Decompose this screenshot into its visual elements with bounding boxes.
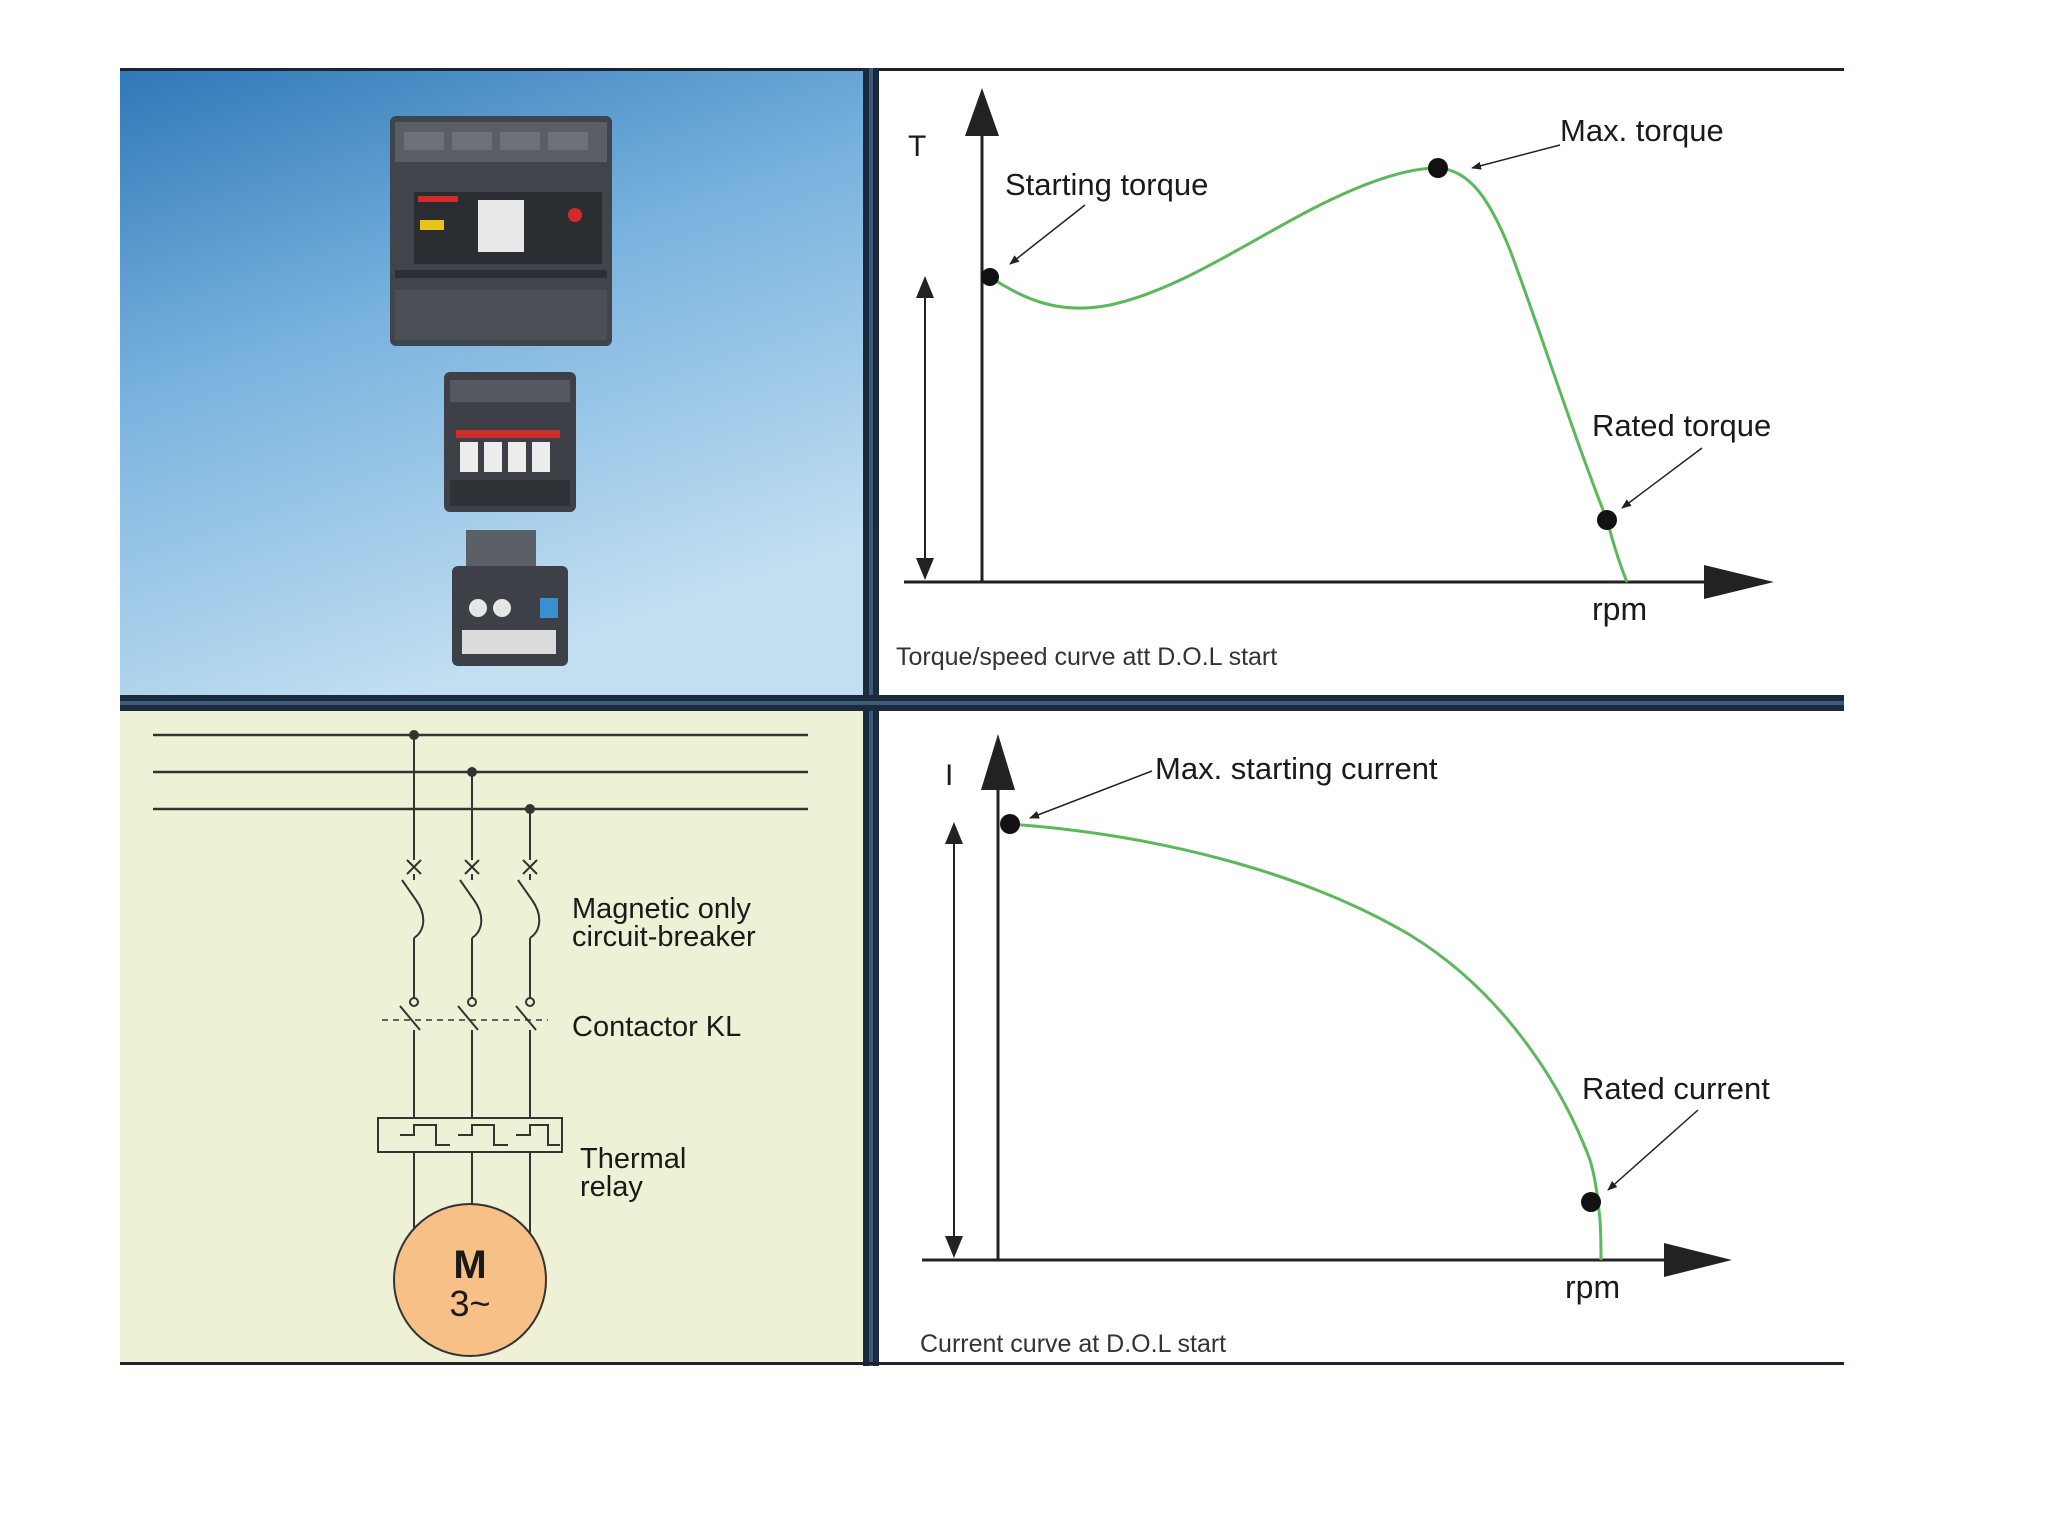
torque-y-axis-label: T (908, 130, 926, 163)
rated-torque-label: Rated torque (1592, 408, 1771, 443)
max-starting-current-point (1000, 814, 1020, 834)
torque-chart-caption: Torque/speed curve att D.O.L start (896, 643, 1277, 671)
motor-symbol (393, 1203, 547, 1357)
starting-torque-leader (1009, 204, 1086, 265)
motor-phase: 3~ (449, 1283, 490, 1324)
relay-label-line1: Thermal (580, 1143, 686, 1175)
torque-x-axis-arrow (1704, 565, 1774, 599)
product-photo-panel (120, 71, 863, 695)
current-x-axis-label: rpm (1565, 1269, 1620, 1305)
rated-current-leader (1607, 1109, 1699, 1191)
rated-torque-leader (1621, 447, 1703, 509)
starting-current-span-arrow-top (945, 822, 963, 844)
current-y-axis-arrow (981, 734, 1015, 790)
circuit-diagram-panel: M 3~ Magnetic only circuit-breaker Conta… (120, 711, 863, 1362)
phase-branch-2 (457, 772, 483, 1238)
max-starting-current-label: Max. starting current (1155, 751, 1438, 786)
current-chart-caption: Current curve at D.O.L start (920, 1330, 1226, 1358)
relay-label-line2: relay (580, 1171, 643, 1203)
starting-current-span-arrow-bottom (945, 1236, 963, 1258)
rated-current-point (1581, 1192, 1601, 1212)
rated-torque-point (1597, 510, 1617, 530)
circuit-breaker-device (390, 116, 612, 346)
starting-torque-span-arrow-top (916, 276, 934, 298)
max-current-leader (1029, 770, 1153, 819)
current-x-axis-arrow (1664, 1243, 1732, 1277)
contactor-device (444, 372, 576, 512)
contactor-label: Contactor KL (572, 1011, 741, 1043)
current-y-axis-label: I (945, 759, 953, 792)
max-torque-label: Max. torque (1560, 113, 1724, 148)
vertical-divider-light (869, 68, 873, 1366)
current-speed-chart: I Max. starting current Rated current rp… (879, 711, 1844, 1362)
figure-frame-top (120, 68, 1844, 71)
torque-y-axis-arrow (965, 88, 999, 136)
rated-current-label: Rated current (1582, 1071, 1770, 1106)
thermal-relay-symbol (377, 1117, 563, 1153)
breaker-label-line2: circuit-breaker (572, 921, 756, 953)
figure-frame-bottom (120, 1362, 1844, 1365)
torque-x-axis-label: rpm (1592, 591, 1647, 627)
torque-speed-chart: T Starting torque Max. torque Rated torq… (879, 71, 1844, 695)
max-torque-point (1428, 158, 1448, 178)
motor-letter: M (453, 1243, 486, 1287)
horizontal-divider-light (120, 701, 1844, 705)
current-speed-curve (1009, 822, 1603, 1261)
starting-torque-span-arrow-bottom (916, 558, 934, 580)
phase-branch-1 (399, 735, 425, 1238)
torque-chart-background (879, 71, 1844, 695)
breaker-label-line1: Magnetic only (572, 893, 751, 925)
starting-torque-label: Starting torque (1005, 167, 1208, 202)
starting-torque-point (981, 268, 999, 286)
phase-branch-3 (515, 809, 541, 1238)
max-torque-leader (1471, 144, 1561, 170)
thermal-relay-device (452, 530, 568, 666)
